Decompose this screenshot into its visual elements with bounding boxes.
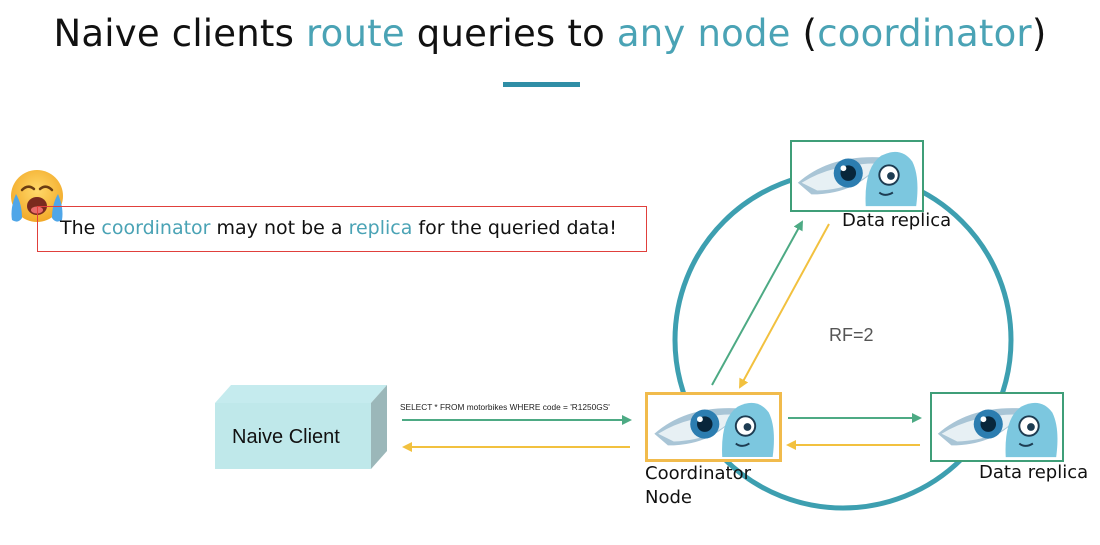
coordinator-label-line2: Node bbox=[645, 487, 692, 508]
eye-octopus-node-icon bbox=[797, 151, 918, 207]
naive-client-label: Naive Client bbox=[232, 426, 340, 448]
crying-face-icon bbox=[11, 170, 63, 222]
eye-octopus-node-icon bbox=[654, 402, 774, 458]
page-title: Naive clients route queries to any node … bbox=[53, 12, 1047, 55]
response-arrow-top-replica-to-coordinator bbox=[739, 223, 830, 389]
naive-client-box bbox=[215, 385, 387, 469]
warning-text: The coordinator may not be a replica for… bbox=[60, 217, 617, 239]
coordinator-node bbox=[645, 392, 782, 462]
right-data-replica-node bbox=[930, 392, 1064, 462]
eye-octopus-node-icon bbox=[937, 402, 1058, 458]
title-underline bbox=[503, 82, 580, 87]
right-replica-label: Data replica bbox=[979, 462, 1089, 483]
request-arrow-coordinator-to-top-replica bbox=[711, 220, 803, 386]
warning-callout: The coordinator may not be a replica for… bbox=[37, 206, 647, 252]
replication-factor-label: RF=2 bbox=[829, 325, 874, 345]
top-data-replica-node bbox=[790, 140, 924, 212]
coordinator-label-line1: Coordinator bbox=[645, 463, 752, 484]
top-replica-label: Data replica bbox=[842, 210, 952, 231]
query-text: SELECT * FROM motorbikes WHERE code = 'R… bbox=[400, 402, 610, 412]
